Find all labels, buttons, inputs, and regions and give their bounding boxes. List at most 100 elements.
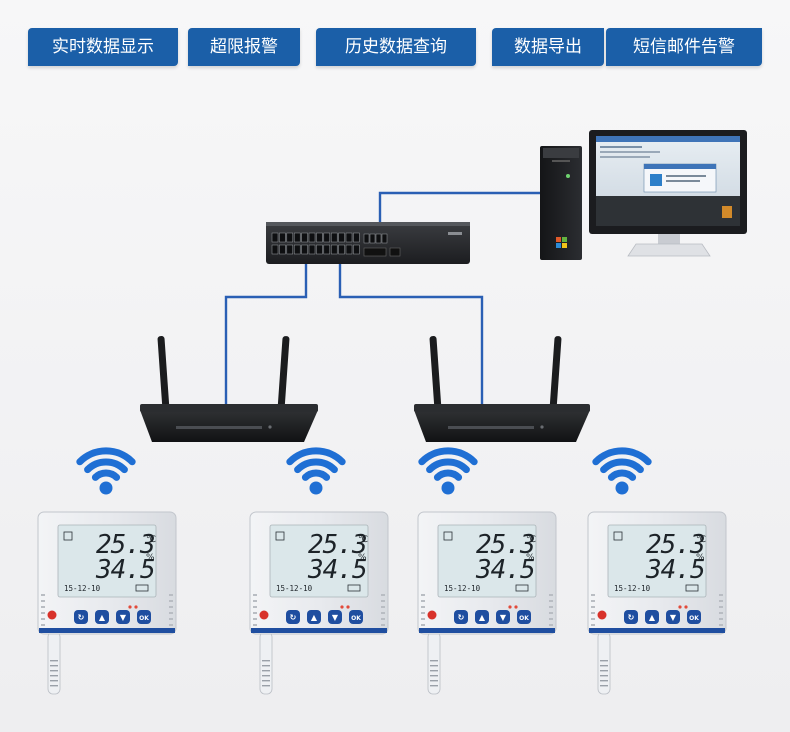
switch-port: [271, 232, 279, 243]
side-vent: [591, 612, 595, 614]
brand-logo-icon: [427, 610, 437, 620]
switch-port: [323, 244, 331, 255]
status-led: [128, 605, 132, 609]
probe-vent: [262, 665, 270, 667]
battery-icon: [135, 584, 149, 592]
probe-vent: [430, 685, 438, 687]
battery-icon: [515, 584, 529, 592]
windows-logo-icon: [556, 237, 567, 248]
wifi-dot: [99, 481, 113, 495]
sensor-button[interactable]: ↻: [454, 610, 468, 624]
switch-port: [316, 244, 323, 255]
switch-port: [369, 233, 376, 244]
button-glyph: ▼: [120, 613, 127, 622]
status-led: [346, 605, 350, 609]
probe-vent: [262, 660, 270, 662]
sensor-button[interactable]: ↻: [74, 610, 88, 624]
sensor-devices: 25.3℃34.5%15-12-10↻▲▼OK25.3℃34.5%15-12-1…: [37, 511, 727, 695]
sensor-button[interactable]: ↻: [624, 610, 638, 624]
cable-switch-to-pc: [378, 191, 540, 222]
probe-vent: [430, 670, 438, 672]
button-face: [116, 610, 130, 624]
sensor-button[interactable]: ↻: [286, 610, 300, 624]
side-vent: [591, 618, 595, 620]
tab-history-query[interactable]: 历史数据查询: [316, 28, 476, 66]
wifi-arc: [91, 469, 121, 481]
side-vent: [421, 600, 425, 602]
button-face: [349, 610, 363, 624]
sensor-button[interactable]: ▼: [116, 610, 130, 624]
humidity-unit: %: [696, 553, 705, 563]
sensor-button[interactable]: ▲: [307, 610, 321, 624]
lcd-screen: [607, 524, 707, 598]
side-vent: [549, 600, 553, 602]
button-glyph: ▲: [311, 613, 318, 622]
sensor-button[interactable]: OK: [137, 610, 151, 624]
sensor-button[interactable]: ▲: [95, 610, 109, 624]
side-vent: [169, 594, 173, 596]
sensor-button[interactable]: ▼: [328, 610, 342, 624]
temperature-humidity-sensor: 25.3℃34.5%15-12-10↻▲▼OK: [587, 511, 727, 695]
probe-vent: [50, 675, 58, 677]
side-vent: [253, 618, 257, 620]
side-vent: [169, 612, 173, 614]
button-glyph: ▼: [500, 613, 507, 622]
side-vent: [381, 612, 385, 614]
tab-limit-alarm[interactable]: 超限报警: [188, 28, 300, 66]
side-vent: [41, 624, 45, 626]
button-glyph: OK: [139, 615, 149, 622]
button-glyph: ↻: [628, 613, 635, 622]
battery-icon: [347, 584, 361, 592]
wifi-icon: [418, 447, 478, 495]
probe-vent: [430, 675, 438, 677]
side-vent: [591, 594, 595, 596]
switch-port: [279, 232, 286, 243]
tab-realtime-display[interactable]: 实时数据显示: [28, 28, 178, 66]
side-vent: [169, 624, 173, 626]
switch-port: [271, 244, 279, 255]
sensor-button[interactable]: ▼: [666, 610, 680, 624]
switch-port: [353, 232, 360, 243]
switch-port: [338, 244, 345, 255]
humidity-value: 34.5: [475, 555, 535, 585]
sensor-probe: [47, 631, 61, 695]
date-readout: 15-12-10: [276, 584, 313, 593]
side-vent: [719, 600, 723, 602]
sensor-button[interactable]: OK: [687, 610, 701, 624]
humidity-unit: %: [526, 553, 535, 563]
button-glyph: ↻: [290, 613, 297, 622]
sensor-button[interactable]: ▲: [645, 610, 659, 624]
sensor-probe: [427, 631, 441, 695]
sensor-button[interactable]: ▲: [475, 610, 489, 624]
status-led: [678, 605, 682, 609]
temperature-humidity-sensor: 25.3℃34.5%15-12-10↻▲▼OK: [249, 511, 389, 695]
button-glyph: OK: [689, 615, 699, 622]
switch-port: [279, 244, 286, 255]
button-glyph: ▲: [479, 613, 486, 622]
sensor-button[interactable]: ▼: [496, 610, 510, 624]
side-vent: [549, 606, 553, 608]
router-right: [414, 336, 590, 442]
side-vent: [421, 624, 425, 626]
date-readout: 15-12-10: [444, 584, 481, 593]
tab-sms-email-alert[interactable]: 短信邮件告警: [606, 28, 762, 66]
side-vent: [41, 594, 45, 596]
sensor-button[interactable]: OK: [517, 610, 531, 624]
brand-logo-icon: [597, 610, 607, 620]
side-vent: [381, 600, 385, 602]
probe-vent: [262, 670, 270, 672]
probe-vent: [50, 680, 58, 682]
button-glyph: ↻: [458, 613, 465, 622]
status-led: [684, 605, 688, 609]
button-glyph: ↻: [78, 613, 85, 622]
wifi-dot: [309, 481, 323, 495]
sensor-trim: [589, 628, 725, 633]
tab-data-export[interactable]: 数据导出: [492, 28, 604, 66]
side-vent: [41, 612, 45, 614]
sensor-button[interactable]: OK: [349, 610, 363, 624]
lcd-indicator-icon: [275, 531, 285, 541]
side-vent: [41, 618, 45, 620]
lcd-indicator-icon: [443, 531, 453, 541]
side-vent: [549, 594, 553, 596]
temperature-unit: ℃: [146, 535, 156, 545]
